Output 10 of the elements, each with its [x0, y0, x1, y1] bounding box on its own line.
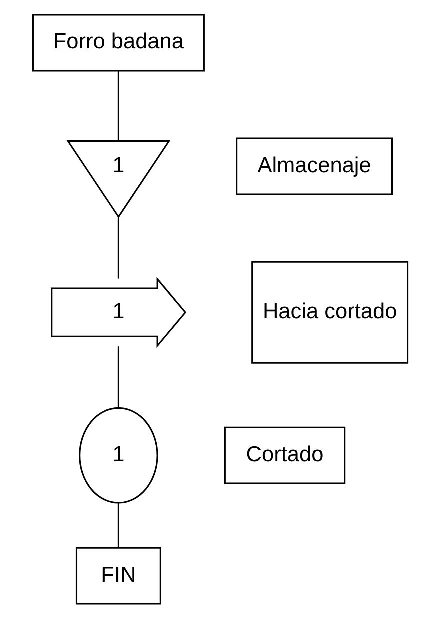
node-box: Forro badana	[32, 14, 204, 72]
connector	[117, 217, 119, 279]
node-ellipse: 1	[78, 407, 158, 504]
node-box: FIN	[75, 547, 161, 605]
node-box: Cortado	[224, 426, 346, 484]
node-box: Almacenaje	[236, 138, 393, 196]
connector	[117, 346, 119, 408]
node-box: Hacia cortado	[251, 261, 408, 364]
connector	[117, 504, 119, 548]
connector	[117, 71, 119, 142]
